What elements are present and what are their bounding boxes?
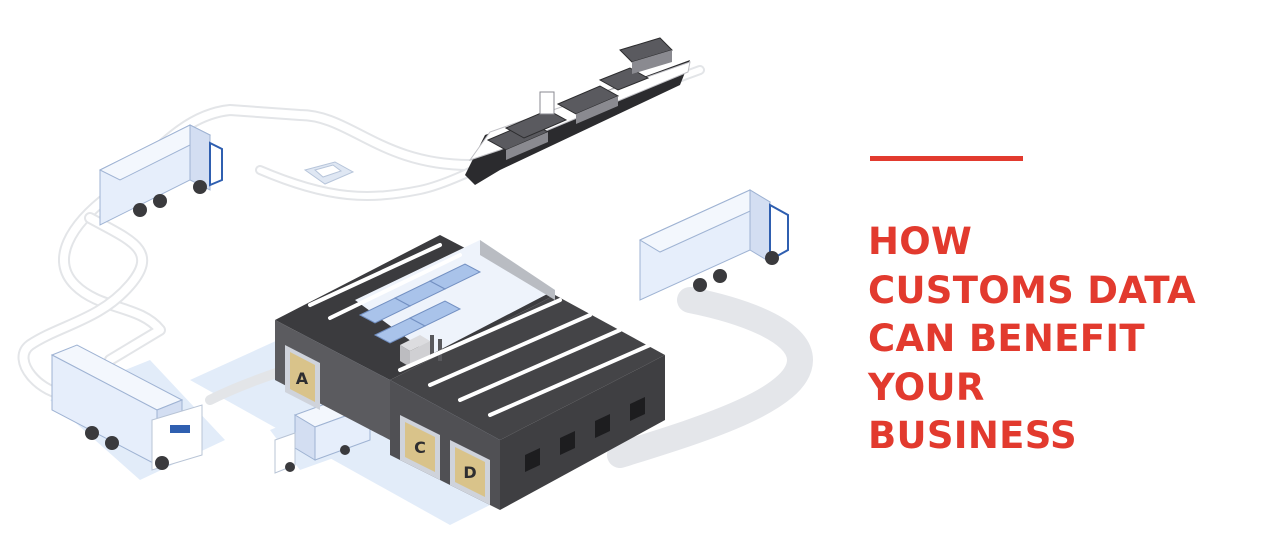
headline-line: CUSTOMS DATA — [868, 268, 1196, 312]
dock-label-d: D — [463, 463, 476, 482]
headline: HOW CUSTOMS DATA CAN BENEFIT YOUR BUSINE… — [868, 218, 1196, 461]
headline-line: BUSINESS — [868, 414, 1077, 457]
dock-label-c: C — [414, 438, 426, 457]
headline-line: CAN BENEFIT — [868, 317, 1145, 360]
headline-line: HOW — [868, 220, 973, 263]
small-boat-icon — [303, 161, 355, 185]
warehouse-icon: A C D — [275, 235, 665, 510]
truck-icon — [50, 344, 203, 471]
truck-icon — [638, 189, 789, 301]
headline-line: YOUR — [868, 365, 985, 409]
truck-icon — [98, 124, 223, 226]
loading-dock-a: A — [285, 345, 320, 410]
loading-dock-d: D — [450, 440, 490, 505]
forklift-icon — [400, 335, 442, 367]
logistics-illustration: A C D — [17, 37, 813, 525]
loading-dock-c: C — [400, 415, 440, 480]
dock-label-a: A — [296, 369, 309, 388]
accent-rule — [870, 156, 1023, 161]
cargo-ship-icon — [465, 37, 691, 185]
